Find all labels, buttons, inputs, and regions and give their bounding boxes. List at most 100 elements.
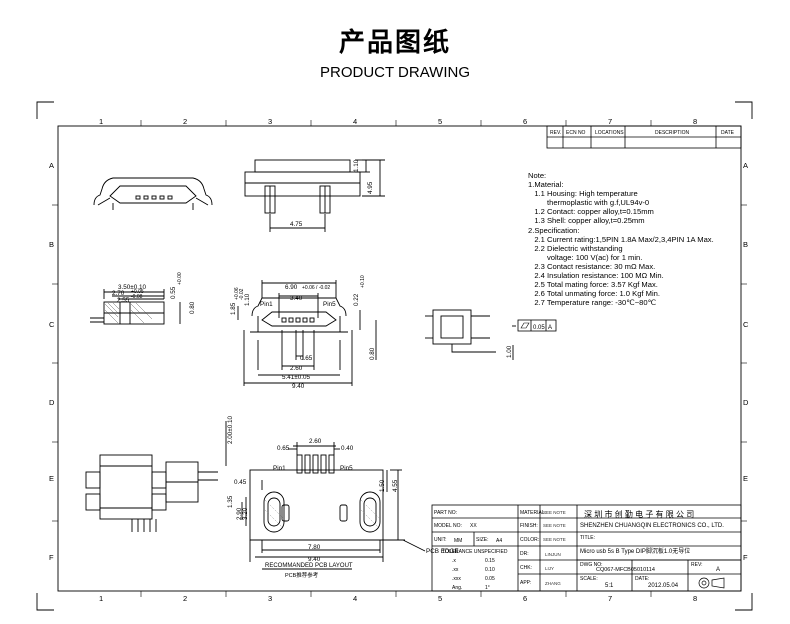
chk-label: CHK:: [520, 565, 532, 571]
dim-tol-minus-008: -0.08: [131, 294, 143, 300]
dim-0-80: 0.80: [189, 301, 196, 314]
dim-7-80: 7.80: [308, 544, 321, 551]
grid-row-b: B: [49, 240, 54, 249]
note-line: 1.1 Housing: High temperature: [528, 189, 638, 199]
size-value: A4: [496, 538, 502, 544]
grid-row-b-right: B: [743, 240, 748, 249]
dim-3-40: 3.40: [290, 295, 303, 302]
rev-value: A: [716, 567, 720, 573]
dwg-no-value: CQ067-MFCB05010114: [596, 567, 655, 573]
dim-9-40: 9.40: [292, 383, 305, 390]
grid-row-d: D: [49, 398, 55, 407]
pcb-layout-title: RECOMMANDED PCB LAYOUT: [265, 563, 353, 569]
date-header: DATE: [721, 130, 735, 136]
dim-1-10-front: 1.10: [244, 293, 251, 306]
dim-2-00: 2.00±0.10: [227, 416, 234, 444]
dim-3-50: 3.50±0.10: [118, 284, 146, 291]
dim-tol-plus-010: +0.10: [360, 275, 366, 288]
tol-x-value: 0.15: [485, 558, 495, 564]
grid-col-1: 1: [99, 117, 103, 126]
dim-6-90: 6.90: [285, 284, 298, 291]
dim-0-40: 0.40: [341, 445, 354, 452]
company-name-en: SHENZHEN CHUANGQIN ELECTRONICS CO., LTD.: [580, 523, 724, 529]
grid-row-f-right: F: [743, 553, 748, 562]
note-line: voltage: 100 V(ac) for 1 min.: [528, 252, 643, 262]
tol-ang-label: Ang.: [452, 585, 462, 591]
dim-1-00: 1.00: [506, 345, 513, 358]
dim-2-90: 2.90: [236, 507, 243, 520]
tol-xx-value: 0.10: [485, 567, 495, 573]
app-value: ZHANG: [545, 581, 561, 586]
specification-notes: Note: 1.Material: 1.1 Housing: High temp…: [528, 171, 714, 307]
company-name-cn: 深 圳 市 创 勤 电 子 有 限 公 司: [584, 509, 694, 519]
rev-label: REV:: [691, 562, 702, 568]
grid-col-5-bottom: 5: [438, 594, 442, 603]
grid-row-d-right: D: [743, 398, 749, 407]
dim-tol-plus-005: +0.05: [131, 289, 144, 295]
finish-value: SEE NOTE: [543, 523, 566, 528]
note-line: 2.5 Total mating force: 3.57 Kgf Max.: [528, 280, 658, 290]
dim-tol-plus-000: +0.00: [177, 272, 183, 285]
note-line: 1.2 Contact: copper alloy,t=0.15mm: [528, 207, 654, 217]
material-label: MATERIAL:: [520, 510, 546, 516]
dim-1-50: 1.50: [379, 479, 386, 492]
grid-row-f: F: [49, 553, 54, 562]
tol-xxx-value: 0.05: [485, 576, 495, 582]
date-value: 2012.05.04: [648, 583, 679, 589]
tol-x-label: .x: [452, 558, 456, 564]
grid-col-4-bottom: 4: [353, 594, 357, 603]
grid-col-7: 7: [608, 117, 612, 126]
grid-col-1-bottom: 1: [99, 594, 103, 603]
dim-9-40-pcb: 9.40: [308, 556, 321, 563]
pcb-edge-label: PCB EDGE: [426, 548, 459, 555]
grid-col-8: 8: [693, 117, 697, 126]
dim-4-55: 4.55: [392, 479, 399, 492]
color-value: SEE NOTE: [543, 537, 566, 542]
locations-header: LOCATIONS: [595, 130, 624, 136]
dim-1-10: 1.10: [353, 159, 360, 172]
grid-col-3: 3: [268, 117, 272, 126]
grid-row-e: E: [49, 474, 54, 483]
note-line: 2.3 Contact resistance: 30 mΩ Max.: [528, 261, 656, 271]
material-value: SEE NOTE: [543, 510, 566, 515]
dr-label: DR:: [520, 551, 529, 557]
finish-label: FINISH:: [520, 523, 538, 529]
tol-xxx-label: .xxx: [452, 576, 461, 582]
part-no-label: PART NO:: [434, 510, 457, 516]
dr-value: LINJUN: [545, 552, 561, 557]
grid-col-6-bottom: 6: [523, 594, 527, 603]
dim-4-75: 4.75: [290, 221, 303, 228]
flatness-datum: A: [548, 325, 552, 331]
dwg-no-label: DWG NO:: [580, 562, 603, 568]
dim-3-20: 3.20: [242, 507, 249, 520]
note-line: 1.Material:: [528, 180, 564, 190]
dim-tol-plus-006: +0.06: [234, 287, 240, 300]
dim-0-55: 0.55: [170, 286, 177, 299]
grid-col-3-bottom: 3: [268, 594, 272, 603]
model-no-label: MODEL NO:: [434, 523, 462, 529]
note-line: 2.6 Total unmating force: 1.0 Kgf Min.: [528, 289, 660, 299]
dim-1-85: 1.85: [230, 302, 237, 315]
dim-2-55: 2.55: [117, 297, 130, 304]
grid-row-a: A: [49, 161, 54, 170]
note-line: 2.7 Temperature range: -30℃~80℃: [528, 298, 657, 308]
dim-0-80-front: 0.80: [369, 347, 376, 360]
note-line: 2.1 Current rating:1,5PIN 1.8A Max/2,3,4…: [528, 234, 714, 244]
dim-tol-minus-002: -0.02: [239, 288, 245, 300]
pin5-label-pcb: Pin5: [340, 465, 353, 472]
dim-0-65-pcb: 0.65: [277, 445, 290, 452]
page-title-en: PRODUCT DRAWING: [320, 64, 470, 81]
app-label: APP:: [520, 580, 531, 586]
dim-2-70: 2.70: [112, 290, 125, 297]
grid-col-7-bottom: 7: [608, 594, 612, 603]
description-header: DESCRIPTION: [655, 130, 690, 136]
note-line: 1.3 Shell: copper alloy,t=0.25mm: [528, 216, 645, 226]
grid-row-e-right: E: [743, 474, 748, 483]
dim-1-35: 1.35: [227, 495, 234, 508]
flatness-value: 0.05: [533, 325, 545, 331]
chk-value: LIJY: [545, 566, 554, 571]
dim-0-65: 0.65: [300, 355, 313, 362]
grid-row-c-right: C: [743, 320, 749, 329]
note-line: thermoplastic with g.f,UL94v-0: [528, 198, 650, 208]
color-label: COLOR:: [520, 537, 539, 543]
